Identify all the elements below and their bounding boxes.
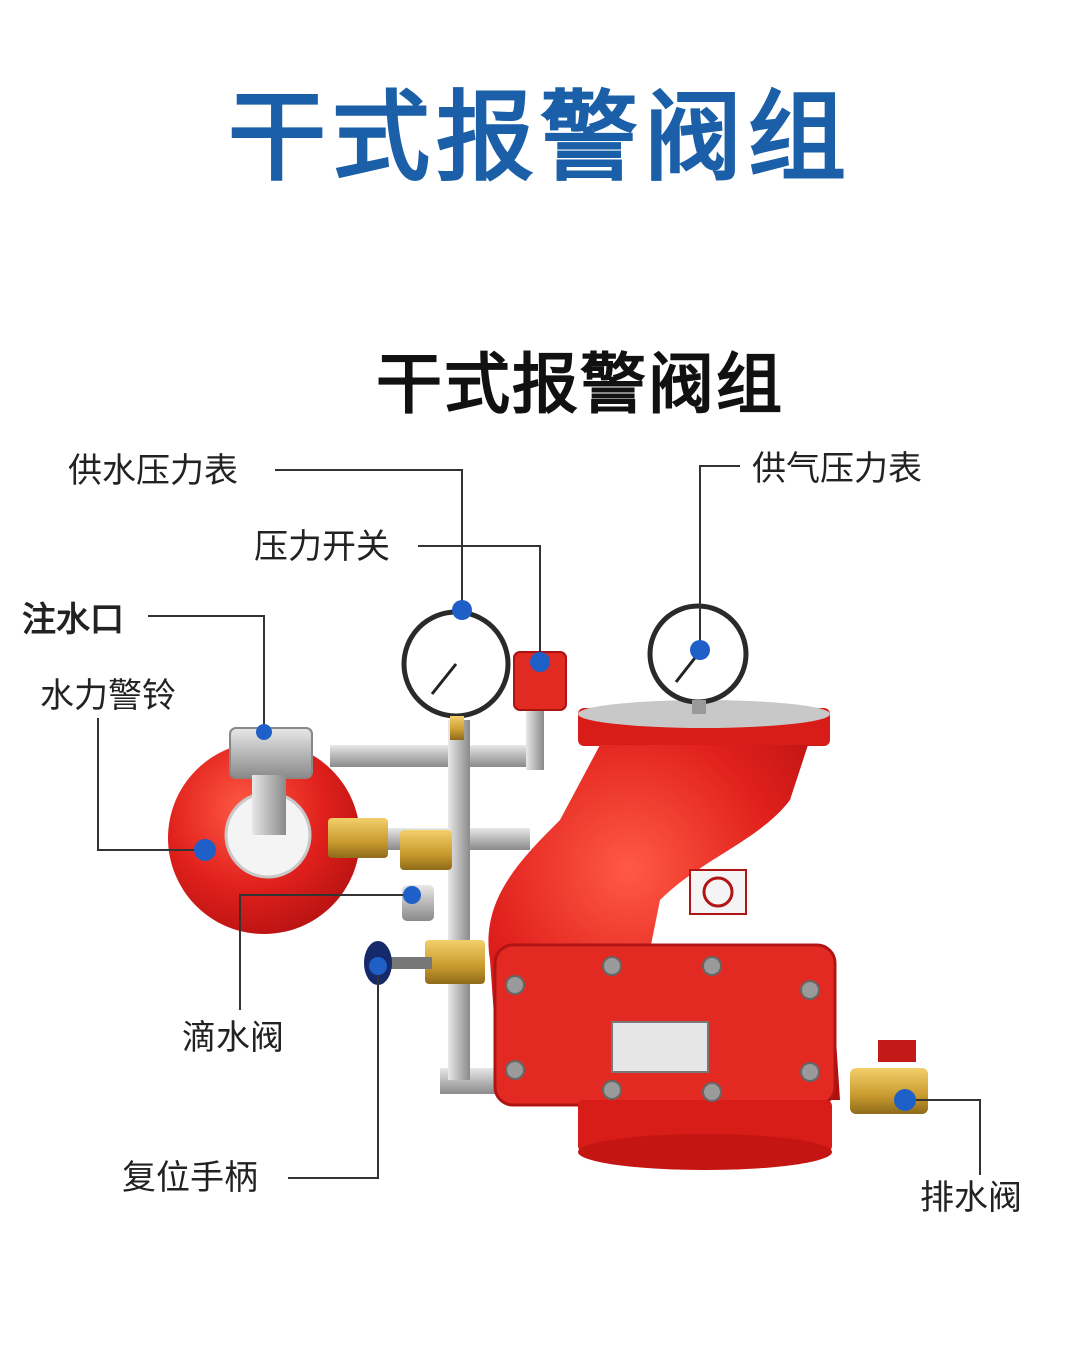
- brass-drain-valve: [850, 1068, 928, 1114]
- diagram-title: 干式报警阀组: [376, 346, 784, 423]
- leader-reset-handle: [288, 966, 379, 1179]
- marker-drain-valve: [894, 1089, 916, 1111]
- label-pressure-switch: 压力开关: [254, 527, 390, 567]
- marker-reset-handle: [369, 957, 387, 975]
- brass-valve-trim: [400, 830, 452, 870]
- valve-bottom-flange-face: [578, 1134, 832, 1170]
- label-supply-air-gauge: 供气压力表: [752, 449, 922, 489]
- reset-handle-stem: [380, 957, 432, 969]
- label-reset-handle: 复位手柄: [122, 1158, 258, 1198]
- marker-drip-valve: [403, 886, 421, 904]
- drain-valve-handle: [878, 1040, 916, 1062]
- marker-water-inlet: [256, 724, 272, 740]
- label-water-inlet: 注水口: [22, 600, 124, 640]
- valve-nameplate: [611, 1021, 709, 1073]
- leader-drain-valve: [905, 1099, 981, 1175]
- label-drain-valve: 排水阀: [920, 1178, 1022, 1218]
- trim-riser-pipe: [448, 720, 470, 1080]
- marker-supply-water-gauge: [452, 600, 472, 620]
- supply-water-gauge-stem: [450, 716, 464, 740]
- alarm-elbow: [252, 775, 286, 835]
- leader-drip-valve: [239, 894, 412, 1010]
- callout-markers: [194, 600, 916, 1111]
- leader-lines: [97, 465, 981, 1179]
- marker-supply-air-gauge: [690, 640, 710, 660]
- supply-air-gauge-stem: [692, 700, 706, 714]
- marker-water-motor-alarm: [194, 839, 216, 861]
- marker-pressure-switch: [530, 652, 550, 672]
- leader-supply-water-gauge: [275, 469, 463, 610]
- brass-valve-middle: [328, 818, 388, 858]
- leader-pressure-switch: [418, 545, 541, 662]
- supply-water-gauge-needle: [430, 663, 458, 695]
- leader-supply-air-gauge: [699, 465, 740, 650]
- label-supply-water-gauge: 供水压力表: [68, 451, 238, 491]
- cover-bolts: [505, 956, 820, 1102]
- label-drip-valve: 滴水阀: [182, 1018, 284, 1058]
- leader-water-inlet: [148, 615, 265, 732]
- page-title: 干式报警阀组: [227, 81, 852, 195]
- supply-air-gauge-needle: [674, 653, 700, 683]
- upper-pipe: [330, 745, 530, 767]
- brass-reset-valve: [425, 940, 485, 984]
- leader-water-motor-alarm: [97, 718, 205, 851]
- logo-emblem: [702, 876, 734, 908]
- label-water-motor-alarm: 水力警铃: [40, 676, 176, 716]
